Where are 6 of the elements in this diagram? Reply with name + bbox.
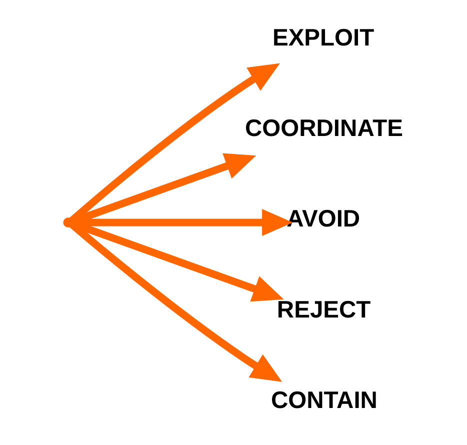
node-point <box>62 217 73 228</box>
node-text: COORDINATE <box>244 114 402 142</box>
node-text: CONTAIN <box>270 387 377 414</box>
node-text: AVOID <box>286 206 360 233</box>
node-text: REJECT <box>276 296 370 324</box>
node-text: EXPLOIT <box>272 24 374 52</box>
